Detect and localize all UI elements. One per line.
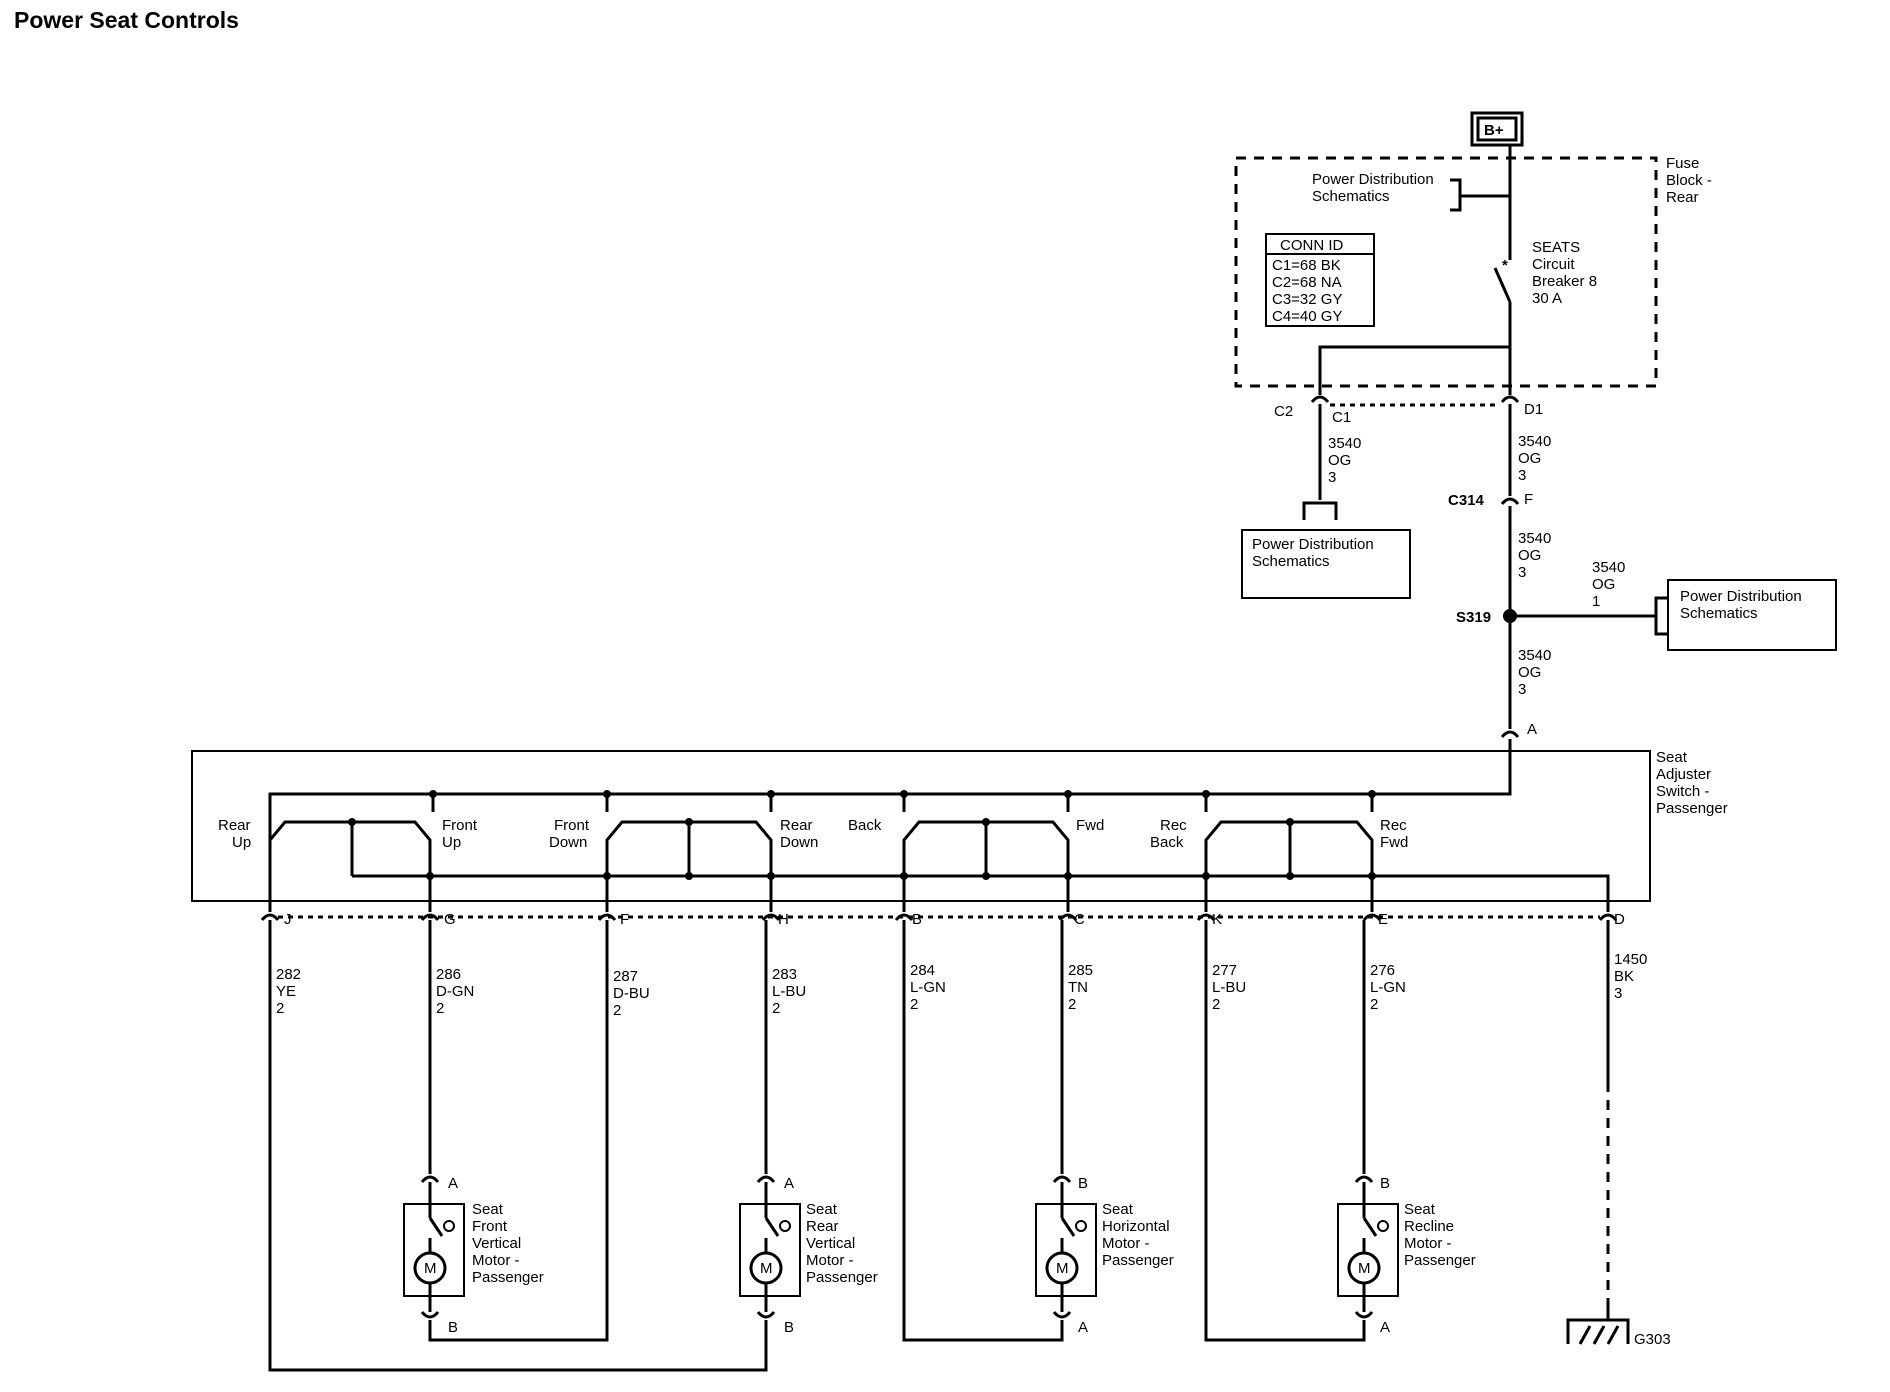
pin-c2: C2 bbox=[1274, 403, 1293, 420]
fuse-block-label: Fuse Block - Rear bbox=[1666, 155, 1716, 206]
pos-fwd: Fwd bbox=[1076, 817, 1104, 834]
power-distribution-left-label: Power Distribution Schematics bbox=[1252, 536, 1378, 570]
pin-d: D bbox=[1614, 911, 1625, 928]
conn-id-header: CONN ID bbox=[1280, 237, 1344, 254]
motor-label: Seat Rear Vertical Motor - Passenger bbox=[806, 1201, 878, 1286]
s319-label: S319 bbox=[1456, 609, 1491, 626]
switch-connector-row: J G F H B C K E D bbox=[260, 911, 1625, 928]
switch-label: Seat Adjuster Switch - Passenger bbox=[1656, 749, 1728, 817]
switch-pin-a: A bbox=[1527, 721, 1537, 738]
wire-1450: 1450 BK 3 bbox=[1614, 951, 1652, 1002]
wire-3540-branch: 3540 OG 1 bbox=[1592, 559, 1630, 610]
pin-c1: C1 bbox=[1332, 409, 1351, 426]
motor-symbol: M bbox=[1056, 1260, 1069, 1277]
motor-symbol: M bbox=[760, 1260, 773, 1277]
breaker-label: SEATS Circuit Breaker 8 30 A bbox=[1532, 239, 1601, 307]
motor-recline: M B A Seat Recline Motor - Passenger bbox=[1337, 1175, 1476, 1336]
wire-287: 287 D-BU 2 bbox=[613, 968, 654, 1019]
breaker-mark: * bbox=[1502, 257, 1508, 274]
wire-276: 276 L-GN 2 bbox=[1370, 962, 1410, 1013]
wire-284: 284 L-GN 2 bbox=[910, 962, 950, 1013]
motor-rear-vertical: M A B Seat Rear Vertical Motor - Passeng… bbox=[739, 1175, 878, 1336]
ground-g303: G303 bbox=[1566, 1302, 1671, 1348]
battery-label: B+ bbox=[1484, 122, 1504, 139]
wire-3540-d1: 3540 OG 3 bbox=[1518, 433, 1556, 484]
ground-label: G303 bbox=[1634, 1331, 1671, 1348]
wire-282: 282 YE 2 bbox=[276, 966, 305, 1017]
motor-front-vertical: M A B Seat Front Vertical Motor - Passen… bbox=[403, 1175, 544, 1336]
pos-front-down: Front Down bbox=[549, 817, 593, 851]
wire-283: 283 L-BU 2 bbox=[772, 966, 810, 1017]
fuse-block-rear: Fuse Block - Rear Power Distribution Sch… bbox=[1234, 145, 1716, 426]
pin-b: B bbox=[912, 911, 922, 928]
pos-front-up: Front Up bbox=[442, 817, 481, 851]
pos-rec-fwd: Rec Fwd bbox=[1380, 817, 1411, 851]
wire-3540-c314: 3540 OG 3 bbox=[1518, 530, 1556, 581]
c314-label: C314 bbox=[1448, 492, 1485, 509]
pos-back: Back bbox=[848, 817, 882, 834]
seat-adjuster-switch: Seat Adjuster Switch - Passenger bbox=[191, 739, 1728, 912]
diagram-title: Power Seat Controls bbox=[14, 7, 239, 33]
wire-3540-s319: 3540 OG 3 bbox=[1518, 647, 1556, 698]
motor-pin-bottom: A bbox=[1078, 1319, 1088, 1336]
wire-3540-left: 3540 OG 3 bbox=[1328, 435, 1366, 486]
pin-e: E bbox=[1378, 911, 1388, 928]
c314-pin: F bbox=[1524, 491, 1533, 508]
motor-pin-bottom: A bbox=[1380, 1319, 1390, 1336]
power-distribution-right-label: Power Distribution Schematics bbox=[1680, 588, 1806, 622]
wire-286: 286 D-GN 2 bbox=[436, 966, 479, 1017]
pin-c: C bbox=[1074, 911, 1085, 928]
pin-j: J bbox=[284, 911, 292, 928]
motor-pin-top: B bbox=[1078, 1175, 1088, 1192]
motor-pin-top: B bbox=[1380, 1175, 1390, 1192]
motor-pin-top: A bbox=[784, 1175, 794, 1192]
motor-label: Seat Front Vertical Motor - Passenger bbox=[472, 1201, 544, 1286]
battery-terminal: B+ bbox=[1470, 111, 1524, 147]
motor-horizontal: M B A Seat Horizontal Motor - Passenger bbox=[1035, 1175, 1174, 1336]
pin-f: F bbox=[620, 911, 629, 928]
pin-h: H bbox=[778, 911, 789, 928]
motor-pin-bottom: B bbox=[784, 1319, 794, 1336]
pos-rear-up: Rear Up bbox=[218, 817, 255, 851]
wire-285: 285 TN 2 bbox=[1068, 962, 1097, 1013]
pos-rear-down: Rear Down bbox=[780, 817, 818, 851]
pos-rec-back: Rec Back bbox=[1150, 817, 1191, 851]
fuse-power-distribution-ref: Power Distribution Schematics bbox=[1312, 171, 1438, 205]
pin-k: K bbox=[1212, 911, 1222, 928]
motor-symbol: M bbox=[424, 1260, 437, 1277]
power-distribution-box-left bbox=[1241, 529, 1411, 599]
wire-277: 277 L-BU 2 bbox=[1212, 962, 1250, 1013]
pin-d1: D1 bbox=[1524, 401, 1543, 418]
motor-pin-bottom: B bbox=[448, 1319, 458, 1336]
pin-g: G bbox=[444, 911, 456, 928]
power-distribution-box-right bbox=[1667, 579, 1837, 651]
conn-id-table: CONN ID C1=68 BK C2=68 NA C3=32 GY C4=40… bbox=[1265, 233, 1375, 327]
motor-label: Seat Recline Motor - Passenger bbox=[1404, 1201, 1476, 1269]
motor-label: Seat Horizontal Motor - Passenger bbox=[1102, 1201, 1174, 1269]
conn-id-list: C1=68 BK C2=68 NA C3=32 GY C4=40 GY bbox=[1272, 257, 1346, 325]
motor-symbol: M bbox=[1358, 1260, 1371, 1277]
motor-pin-top: A bbox=[448, 1175, 458, 1192]
